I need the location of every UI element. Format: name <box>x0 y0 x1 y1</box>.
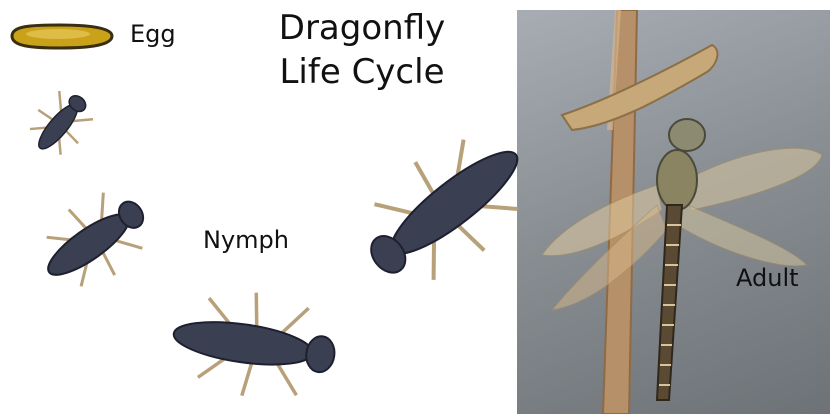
label-adult: Adult <box>736 264 799 292</box>
label-nymph: Nymph <box>203 226 289 254</box>
label-egg: Egg <box>130 20 176 48</box>
nymph-large-bottom <box>167 282 342 408</box>
title-line-1: Dragonfly <box>262 6 462 50</box>
nymph-medium <box>26 176 163 305</box>
nymph-large-top <box>342 110 550 307</box>
nymph-small <box>20 82 102 165</box>
egg-illustration <box>12 25 112 48</box>
title-line-2: Life Cycle <box>262 50 462 94</box>
diagram-title: Dragonfly Life Cycle <box>262 6 462 94</box>
